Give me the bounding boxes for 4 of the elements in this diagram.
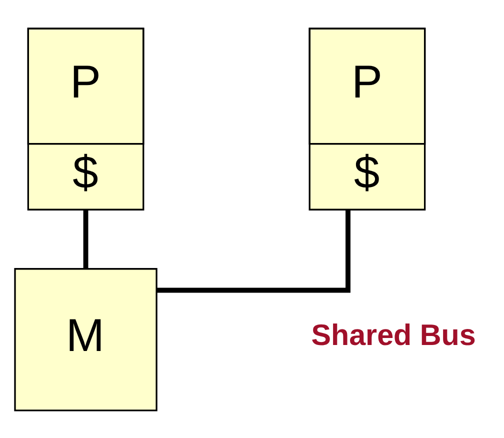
node-box: M [14, 268, 158, 411]
connector [156, 209, 350, 292]
label: Shared Bus [311, 318, 476, 352]
connector [83, 210, 88, 268]
